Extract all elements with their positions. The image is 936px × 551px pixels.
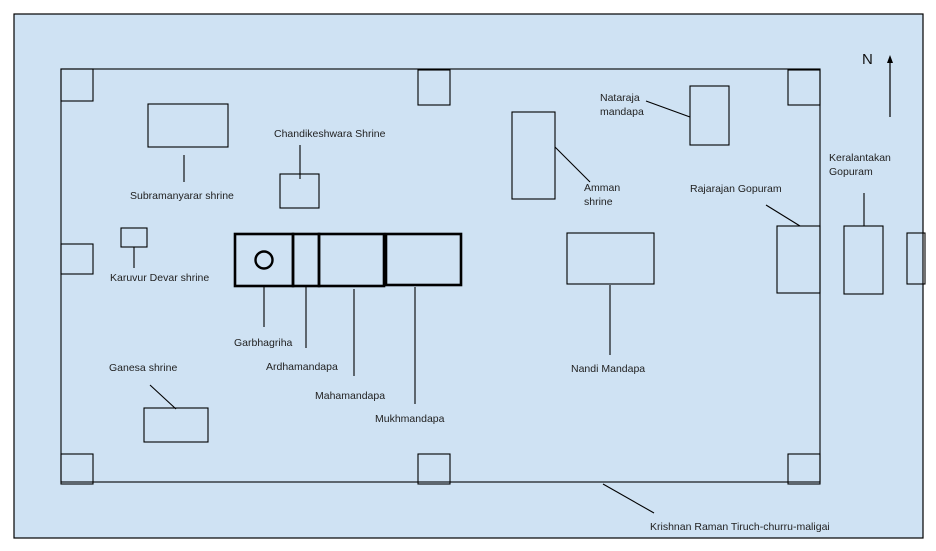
rajarajan-gopuram: [776, 225, 821, 294]
pavilion-top-left: [60, 68, 94, 102]
ganesa-label: Ganesa shrine: [109, 362, 177, 374]
keralantakan-label-line2: Gopuram: [829, 166, 873, 178]
nataraja-label-line2: mandapa: [600, 106, 644, 118]
rajarajan-label: Rajarajan Gopuram: [690, 183, 782, 195]
nataraja-label-line1: Nataraja: [600, 92, 640, 104]
amman-label-line2: shrine: [584, 196, 613, 208]
nataraja-mandapa: [689, 85, 730, 146]
ardhamandapa-label: Ardhamandapa: [266, 361, 338, 373]
pavilion-bottom-middle: [417, 453, 451, 485]
subramanyarar-shrine: [147, 103, 229, 148]
keralantakan-label-line1: Keralantakan: [829, 152, 891, 164]
mahamandapa: [317, 232, 386, 288]
chandikeshwara-shrine: [279, 173, 320, 209]
mukhmandapa-label: Mukhmandapa: [375, 413, 445, 425]
krishnan-raman-label: Krishnan Raman Tiruch-churru-maligai: [650, 521, 830, 533]
pavilion-bottom-right: [787, 453, 821, 485]
nandi-mandapa: [566, 232, 655, 285]
pavilion-top-middle: [417, 69, 451, 106]
pavilion-top-right: [787, 69, 821, 106]
amman-shrine: [511, 111, 556, 200]
subramanyarar-label: Subramanyarar shrine: [130, 190, 234, 202]
east-entrance-stub: [906, 232, 926, 285]
north-label: N: [862, 51, 873, 68]
mukhmandapa: [384, 232, 463, 287]
pavilion-left-middle: [60, 243, 94, 275]
nandi-label: Nandi Mandapa: [571, 363, 645, 375]
pavilion-bottom-left: [60, 453, 94, 485]
chandikeshwara-label: Chandikeshwara Shrine: [274, 128, 386, 140]
karuvur-devar-label: Karuvur Devar shrine: [110, 272, 209, 284]
keralantakan-gopuram: [843, 225, 884, 295]
outer-boundary: [13, 13, 924, 539]
amman-label-line1: Amman: [584, 182, 620, 194]
lingam-circle: [254, 250, 274, 270]
north-arrowhead-icon: [887, 55, 893, 63]
mahamandapa-label: Mahamandapa: [315, 390, 385, 402]
ganesa-shrine: [143, 407, 209, 443]
garbhagriha-label: Garbhagriha: [234, 337, 293, 349]
